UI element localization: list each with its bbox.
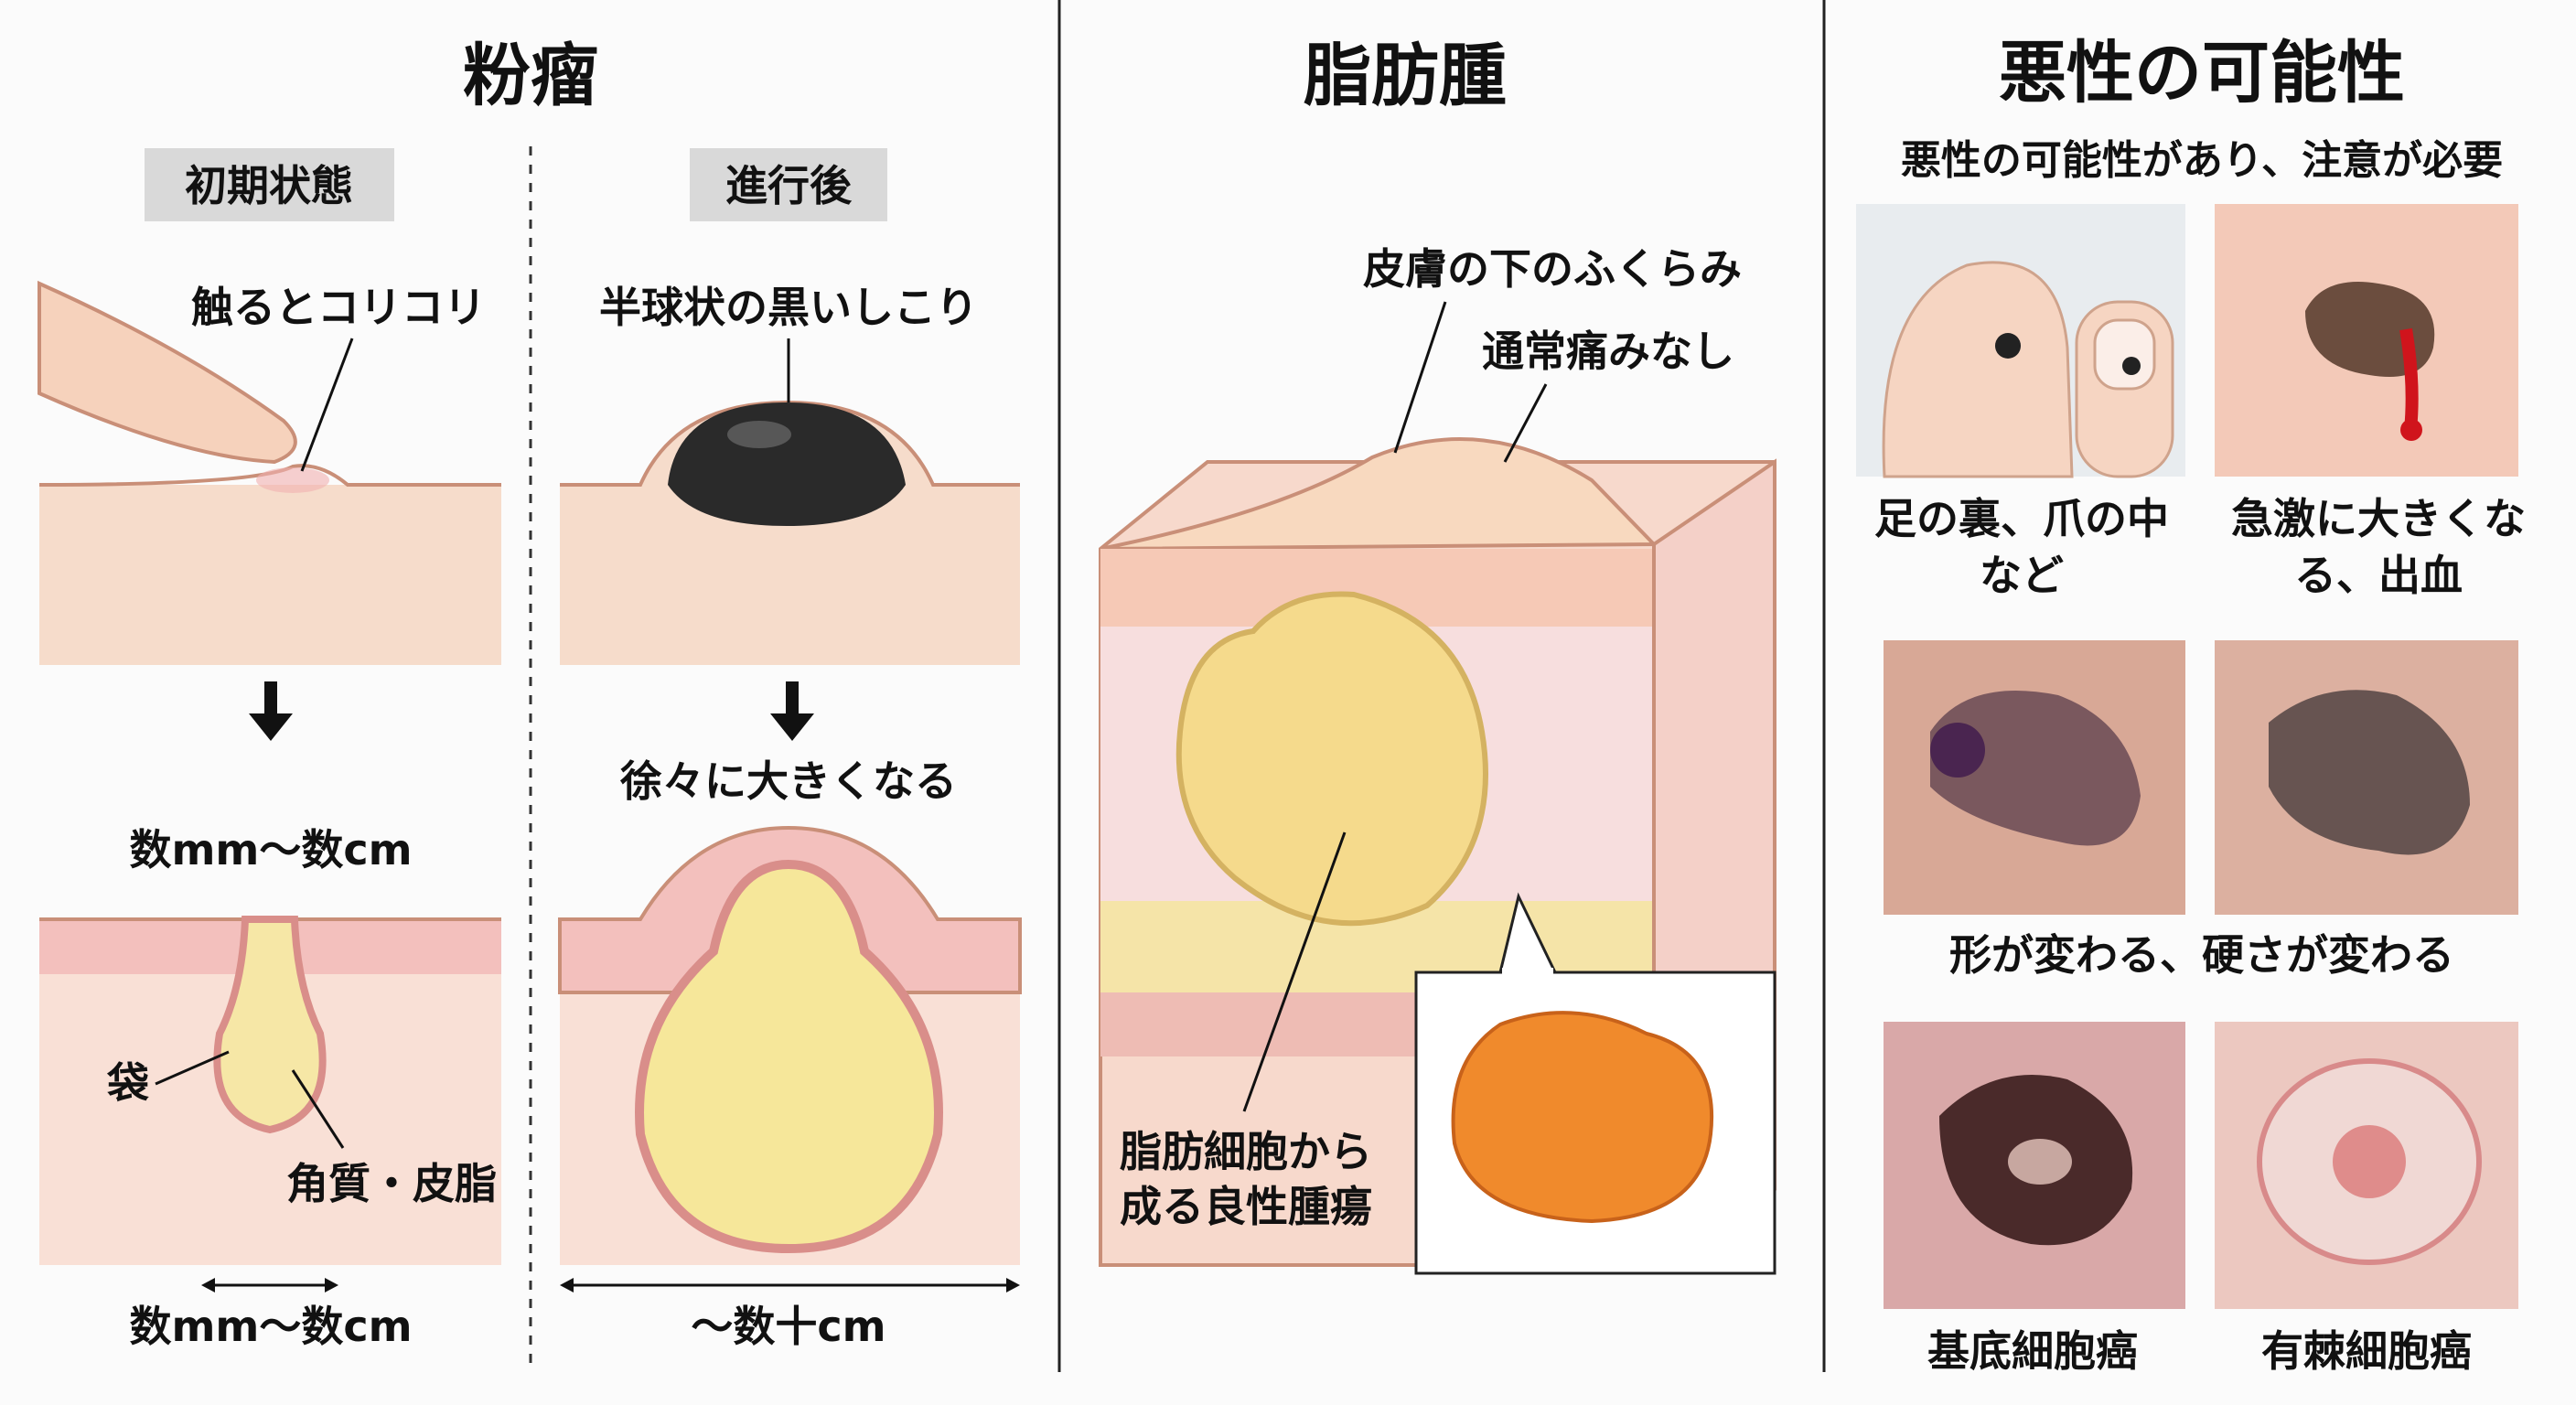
sac-label: 袋 <box>106 1058 149 1108</box>
melanoma-photo-1 <box>1884 640 2185 915</box>
size-arrow-advanced <box>560 1278 1020 1292</box>
bcc-label: 基底細胞癌 <box>1927 1326 2138 1376</box>
malignant-subtitle: 悪性の可能性があり、注意が必要 <box>1901 137 2503 184</box>
advanced-cyst-section <box>558 825 1022 1265</box>
lipoma-title: 脂肪腫 <box>1304 37 1507 115</box>
atheroma-title: 粉瘤 <box>463 37 598 115</box>
bleed-label-1: 急激に大きくな <box>2231 494 2526 543</box>
early-cyst-section <box>39 916 501 1265</box>
down-arrow-icon <box>249 681 293 741</box>
large-cyst <box>635 859 943 1254</box>
cells-label-1: 脂肪細胞から <box>1120 1127 1372 1176</box>
advanced-tag-label: 進行後 <box>725 161 853 210</box>
scc-label: 有棘細胞癌 <box>2261 1326 2472 1376</box>
leader-line <box>291 1069 345 1149</box>
size-early-top: 数mm〜数cm <box>129 825 412 874</box>
malignant-title: 悪性の可能性 <box>1999 34 2405 113</box>
advanced-tag <box>690 148 887 221</box>
leader-line <box>1242 831 1347 1112</box>
excised-lipoma <box>1451 1011 1714 1224</box>
scc-photo <box>2215 1022 2518 1309</box>
black-label: 半球状の黒いしこり <box>599 283 978 332</box>
leader-line <box>300 338 354 472</box>
leader-line <box>155 1050 230 1086</box>
lipoma-mass <box>1175 591 1488 927</box>
shape-label: 形が変わる、硬さが変わる <box>1949 930 2454 980</box>
finger-icon <box>38 280 297 465</box>
early-skin-panel <box>38 280 501 665</box>
content-label: 角質・皮脂 <box>286 1159 497 1208</box>
sole-label-2: など <box>1980 551 2064 600</box>
size-advanced: 〜数十cm <box>691 1302 886 1351</box>
leader-line <box>1503 383 1548 463</box>
size-early-bottom: 数mm〜数cm <box>129 1302 412 1351</box>
early-tag <box>145 148 394 221</box>
advanced-skin-panel <box>560 400 1020 665</box>
painless-label: 通常痛みなし <box>1482 327 1734 376</box>
bcc-photo <box>1884 1022 2185 1309</box>
bleeding-lesion-photo <box>2215 204 2518 477</box>
sole-label-1: 足の裏、爪の中 <box>1874 494 2169 543</box>
bulge-label: 皮膚の下のふくらみ <box>1363 244 1742 294</box>
down-arrow-icon <box>770 681 814 741</box>
leader-line <box>1393 301 1447 454</box>
sole-nail-photo <box>1856 204 2185 478</box>
early-tag-label: 初期状態 <box>185 161 353 210</box>
cells-label-2: 成る良性腫瘍 <box>1120 1182 1372 1231</box>
grow-label: 徐々に大きくなる <box>619 756 957 806</box>
lipoma-inset <box>1414 892 1776 1275</box>
melanoma-photo-2 <box>2215 640 2518 915</box>
size-arrow-early <box>201 1278 338 1292</box>
bleed-label-2: る、出血 <box>2294 551 2463 600</box>
black-nodule <box>668 402 906 526</box>
touch-label: 触るとコリコリ <box>191 283 486 332</box>
